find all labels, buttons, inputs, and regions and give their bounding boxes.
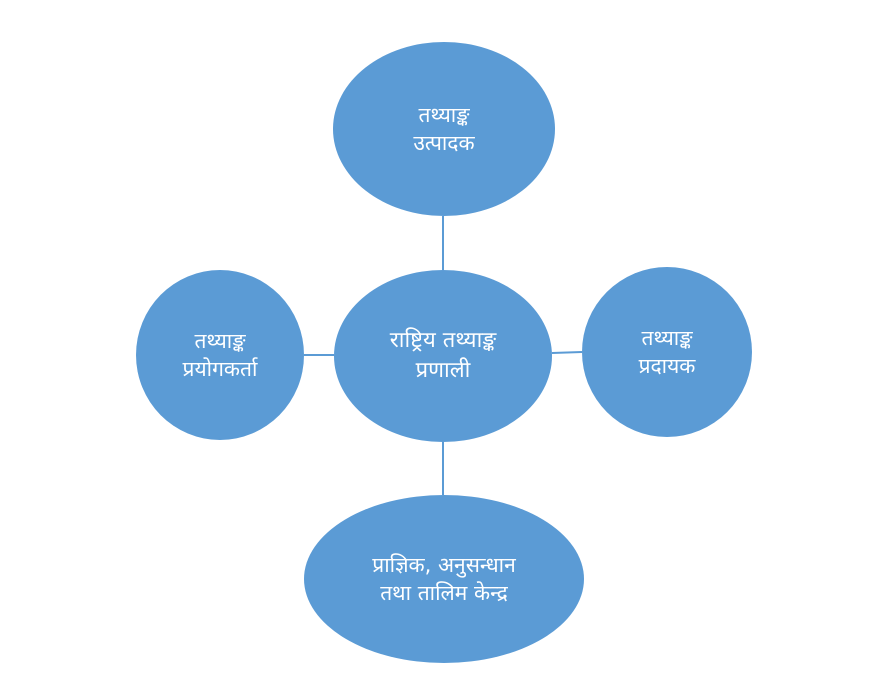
node-academic-research-training: प्राज्ञिक, अनुसन्धान तथा तालिम केन्द्र bbox=[304, 495, 584, 663]
node-data-provider: तथ्याङ्क प्रदायक bbox=[582, 267, 752, 437]
node-national-statistical-system: राष्ट्रिय तथ्याङ्क प्रणाली bbox=[334, 270, 552, 442]
connector-right bbox=[551, 351, 583, 354]
node-data-provider-line2: प्रदायक bbox=[638, 354, 696, 378]
node-data-user-line1: तथ्याङ्क bbox=[194, 328, 246, 353]
node-center-line1: राष्ट्रिय तथ्याङ्क bbox=[389, 328, 497, 354]
node-data-user-line2: प्रयोगकर्ता bbox=[182, 357, 258, 381]
node-data-producer: तथ्याङ्क उत्पादक bbox=[333, 42, 555, 216]
node-data-producer-line2: उत्पादक bbox=[413, 131, 475, 155]
node-center-line2: प्रणाली bbox=[415, 358, 471, 383]
node-data-provider-line1: तथ्याङ्क bbox=[641, 325, 693, 350]
node-academic-line1: प्राज्ञिक, अनुसन्धान bbox=[372, 552, 516, 577]
node-academic-line2: तथा तालिम केन्द्र bbox=[380, 581, 508, 605]
node-data-user: तथ्याङ्क प्रयोगकर्ता bbox=[136, 270, 304, 440]
node-data-producer-line1: तथ्याङ्क bbox=[418, 102, 470, 127]
